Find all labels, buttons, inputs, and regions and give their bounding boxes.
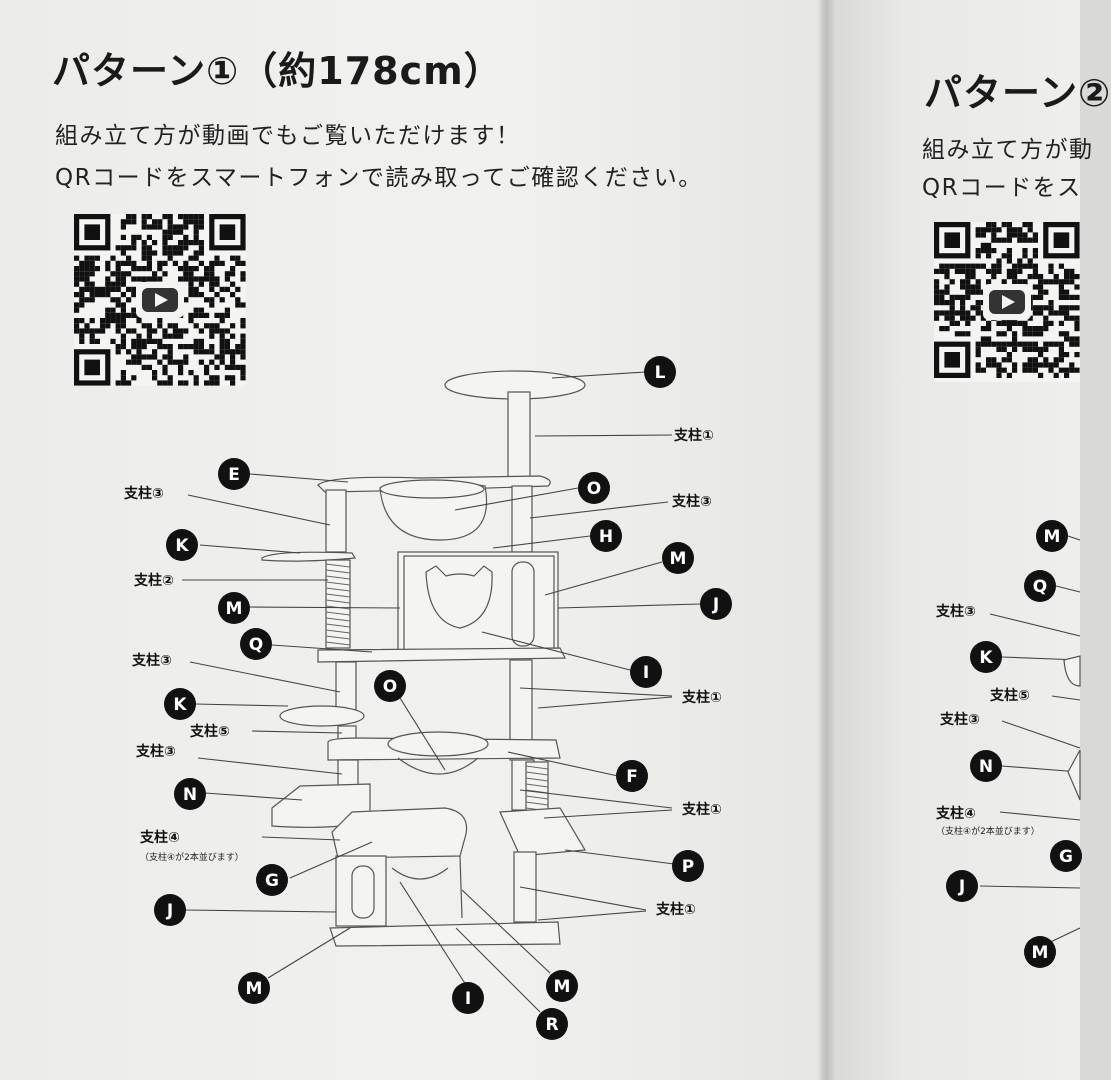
intro-line-1: 組み立て方が動画でもご覧いただけます！ xyxy=(55,123,521,149)
svg-text:I: I xyxy=(643,663,649,683)
book-gutter xyxy=(818,0,834,1080)
part-badge-j-right: J xyxy=(700,588,732,620)
part-badge-o-mid: O xyxy=(374,670,406,702)
right-intro-line-2: QRコードをス xyxy=(922,175,1082,201)
svg-text:G: G xyxy=(265,871,279,891)
svg-text:G: G xyxy=(1059,847,1073,867)
part-badge-n: N xyxy=(970,750,1002,782)
svg-text:I: I xyxy=(465,989,471,1009)
post-label-3-top-left: 支柱③ xyxy=(123,485,164,502)
svg-text:K: K xyxy=(175,536,189,556)
part-badge-m-top: M xyxy=(662,542,694,574)
post-label-3-top-right: 支柱③ xyxy=(671,493,712,510)
svg-text:J: J xyxy=(712,595,719,615)
youtube-play-icon xyxy=(136,282,184,318)
cat-tree-diagram: 支柱① 支柱③ 支柱③ 支柱② 支柱③ 支柱① 支柱⑤ 支柱③ 支柱① 支柱④ … xyxy=(123,356,1082,1040)
part-badge-g: G xyxy=(256,864,288,896)
svg-text:J: J xyxy=(166,901,173,921)
part-badge-k-mid: K xyxy=(164,688,196,720)
part-badge-m-bottom-left: M xyxy=(238,972,270,1004)
part-badge-j-left: J xyxy=(154,894,186,926)
part-badge-h: H xyxy=(590,520,622,552)
right-post-label-3a: 支柱③ xyxy=(935,603,976,620)
post-label-4-note: （支柱④が2本並びます） xyxy=(140,851,244,863)
part-badge-m2: M xyxy=(1024,936,1056,968)
right-intro-line-1: 組み立て方が動 xyxy=(922,137,1094,163)
post-label-2: 支柱② xyxy=(133,572,174,589)
page-title: パターン①（約178cm） xyxy=(52,49,503,93)
svg-text:E: E xyxy=(228,465,240,485)
right-post-label-5: 支柱⑤ xyxy=(989,687,1030,704)
svg-text:L: L xyxy=(655,363,666,383)
part-badge-l: L xyxy=(644,356,676,388)
post-label-1-bottom: 支柱① xyxy=(655,901,696,918)
right-post-label-3b: 支柱③ xyxy=(939,711,980,728)
post-label-5: 支柱⑤ xyxy=(189,723,230,740)
post-label-3-low: 支柱③ xyxy=(135,743,176,760)
svg-text:M: M xyxy=(1032,943,1049,963)
part-badge-o-top: O xyxy=(578,472,610,504)
svg-text:K: K xyxy=(979,648,993,668)
part-badge-r: R xyxy=(536,1008,568,1040)
post-label-1-low: 支柱① xyxy=(681,801,722,818)
part-badge-e: E xyxy=(218,458,250,490)
part-badge-k: K xyxy=(970,641,1002,673)
svg-text:M: M xyxy=(670,549,687,569)
board-g xyxy=(331,807,468,859)
platform-q xyxy=(317,647,566,663)
right-post-label-4: 支柱④ xyxy=(935,805,976,822)
svg-text:O: O xyxy=(383,677,397,697)
part-badge-m: M xyxy=(1036,520,1068,552)
right-qr-code[interactable] xyxy=(934,222,1080,382)
svg-text:N: N xyxy=(183,785,197,805)
part-badge-q: Q xyxy=(1024,570,1056,602)
post-2-sisal xyxy=(325,559,351,649)
part-badge-i-bottom: I xyxy=(452,982,484,1014)
hammock-o-mid xyxy=(387,731,489,757)
svg-text:M: M xyxy=(226,599,243,619)
svg-text:R: R xyxy=(545,1015,558,1035)
platform-n xyxy=(271,783,371,828)
svg-text:Q: Q xyxy=(249,635,263,655)
svg-text:Q: Q xyxy=(1033,577,1047,597)
post-1-top xyxy=(507,391,531,485)
part-badge-q: Q xyxy=(240,628,272,660)
svg-text:F: F xyxy=(626,767,638,787)
part-badge-j: J xyxy=(946,870,978,902)
part-badge-m-bottom-right: M xyxy=(546,970,578,1002)
cat-head-window xyxy=(425,565,493,629)
svg-text:K: K xyxy=(173,695,187,715)
right-page-title: パターン② xyxy=(924,71,1111,115)
qr-code[interactable] xyxy=(74,214,246,386)
platform-p xyxy=(499,807,587,857)
post-1-bottom xyxy=(513,851,537,923)
post-3-right xyxy=(511,485,533,553)
post-3-upper xyxy=(325,489,347,553)
part-badge-i-mid: I xyxy=(630,656,662,688)
youtube-play-icon xyxy=(983,284,1031,320)
post-label-1-mid: 支柱① xyxy=(681,689,722,706)
svg-text:H: H xyxy=(599,527,613,547)
post-label-1-top: 支柱① xyxy=(673,427,714,444)
part-badge-p: P xyxy=(672,850,704,882)
intro-line-2: QRコードをスマートフォンで読み取ってご確認ください。 xyxy=(55,165,703,191)
part-badge-k-top: K xyxy=(166,529,198,561)
house-tunnel xyxy=(511,561,535,647)
post-label-3-mid: 支柱③ xyxy=(131,652,172,669)
post-label-4: 支柱④ xyxy=(139,829,180,846)
platform-k-mid xyxy=(279,705,365,727)
part-badge-m-left: M xyxy=(218,592,250,624)
svg-text:M: M xyxy=(554,977,571,997)
svg-text:P: P xyxy=(682,857,694,877)
right-post-label-4-note: （支柱④が2本並びます） xyxy=(936,825,1040,837)
part-badge-f: F xyxy=(616,760,648,792)
part-badge-g: G xyxy=(1050,840,1082,872)
part-badge-n: N xyxy=(174,778,206,810)
svg-text:N: N xyxy=(979,757,993,777)
platform-k-top xyxy=(261,551,357,562)
svg-text:J: J xyxy=(958,877,965,897)
svg-text:M: M xyxy=(246,979,263,999)
svg-text:O: O xyxy=(587,479,601,499)
svg-text:M: M xyxy=(1044,527,1061,547)
